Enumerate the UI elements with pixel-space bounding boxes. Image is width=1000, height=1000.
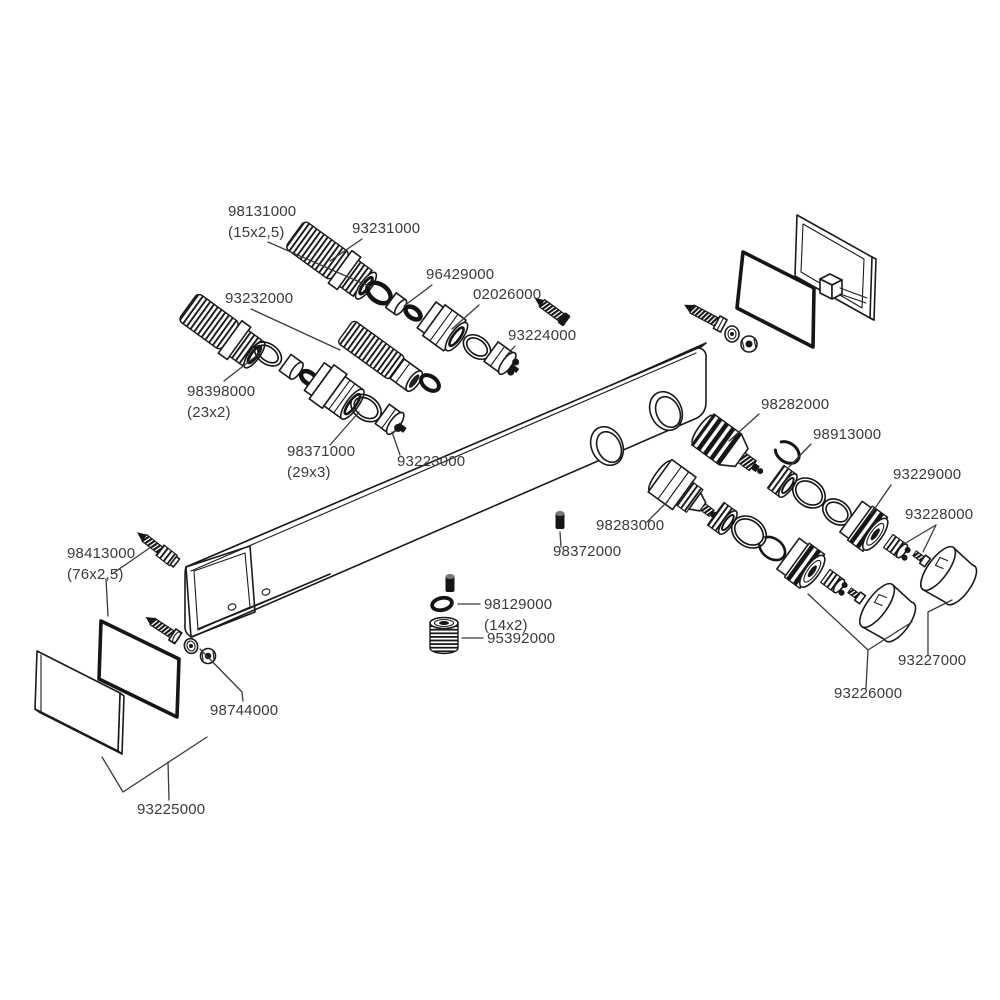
part-label-93231000: 93231000 — [352, 220, 420, 237]
leader-93226000 — [807, 593, 869, 689]
leader-93223000 — [391, 431, 401, 456]
cap-lower — [776, 537, 826, 589]
handle-knob-93227000 — [920, 545, 978, 606]
part-label-93229000: 93229000 — [893, 466, 961, 483]
o-ring-middle-hose — [419, 373, 441, 393]
leader-93224000 — [505, 345, 516, 357]
set-screw-lower — [445, 574, 455, 592]
washer-98744000 — [183, 637, 199, 655]
part-label-98131000-dim: (15x2,5) — [228, 224, 285, 241]
part-label-98913000: 98913000 — [813, 426, 881, 443]
wall-anchor-screw-98413000 — [137, 532, 181, 568]
o-ring-upper-a — [791, 477, 827, 509]
cartridge-98283000 — [647, 458, 718, 519]
leader-98283000 — [646, 500, 669, 523]
part-label-98129000: 98129000 — [484, 596, 552, 613]
cartridge-93224000 — [483, 341, 520, 376]
screw-93228000-lower — [847, 587, 867, 605]
wall-screw-top — [684, 304, 728, 333]
part-label-98398000-dim: (23x2) — [187, 404, 231, 421]
leader-93225000 — [101, 736, 208, 793]
leader-93225000 — [167, 761, 170, 801]
part-label-93223000: 93223000 — [397, 453, 465, 470]
part-label-93225000: 93225000 — [137, 801, 205, 818]
labels-layer: 98131000 (15x2,5) 93231000 96429000 02026000… — [67, 203, 973, 818]
part-label-02026000: 02026000 — [473, 286, 541, 303]
leader-93227000 — [927, 599, 953, 656]
threaded-ring-upper — [766, 464, 798, 499]
leader-93229000 — [870, 484, 892, 515]
leader-98371000 — [329, 411, 360, 446]
leader-93232000 — [250, 308, 341, 351]
o-ring-98398000 — [253, 341, 283, 367]
threaded-nipple-95392000 — [429, 616, 459, 655]
c-clip-lower — [758, 535, 787, 562]
part-label-98131000: 98131000 — [228, 203, 296, 220]
leader-98372000 — [559, 531, 562, 548]
set-screw-98372000 — [555, 511, 565, 529]
part-label-98398000: 98398000 — [187, 383, 255, 400]
part-label-98413000: 98413000 — [67, 545, 135, 562]
leader-93231000 — [329, 238, 363, 262]
leader-96429000 — [403, 284, 433, 307]
c-clip-98913000 — [773, 440, 801, 465]
washer-top — [724, 325, 740, 343]
mixer-bar-body — [184, 342, 707, 638]
bushing-96429000 — [384, 292, 423, 322]
thermostat-cartridge-98282000 — [690, 413, 764, 475]
part-label-98371000: 98371000 — [287, 443, 355, 460]
screw-98744000 — [145, 617, 183, 645]
bracket-panel-top — [794, 214, 877, 321]
part-label-93227000: 93227000 — [898, 652, 966, 669]
leader-98913000 — [788, 443, 812, 468]
screw-chain1 — [534, 297, 571, 327]
cover-plate-93225000 — [34, 650, 125, 755]
part-label-98283000: 98283000 — [596, 517, 664, 534]
extension-93228000-upper — [882, 533, 911, 561]
fitting-93223000 — [374, 403, 407, 436]
leader-98282000 — [728, 413, 760, 442]
part-label-93224000: 93224000 — [508, 327, 576, 344]
threaded-ring-lower — [706, 501, 738, 536]
part-label-93232000: 93232000 — [225, 290, 293, 307]
part-label-98413000-dim: (76x2,5) — [67, 566, 124, 583]
seal-frame-93225000 — [97, 619, 181, 719]
part-label-98371000-dim: (29x3) — [287, 464, 331, 481]
bar-top-edge-highlight — [190, 352, 697, 572]
corrugated-hose-middle — [338, 320, 424, 393]
check-valve-02026000 — [416, 301, 469, 352]
o-ring-lower-big — [730, 515, 768, 549]
leader-98744000 — [199, 648, 244, 702]
nut-98744000 — [199, 647, 217, 665]
part-label-96429000: 96429000 — [426, 266, 494, 283]
leader-98413000 — [105, 578, 109, 617]
handle-knob-93226000 — [859, 582, 917, 643]
part-label-98129000-dim: (14x2) — [484, 617, 528, 634]
part-label-98744000: 98744000 — [210, 702, 278, 719]
leader-98398000 — [223, 352, 261, 382]
part-label-93226000: 93226000 — [834, 685, 902, 702]
leader-93228000 — [922, 524, 937, 553]
leader-93226000 — [867, 621, 913, 651]
nut-top — [740, 335, 758, 353]
leader-98131000 — [267, 241, 372, 288]
leader-93228000 — [903, 524, 937, 545]
part-label-93228000: 93228000 — [905, 506, 973, 523]
leader-98413000 — [111, 546, 152, 575]
part-label-98282000: 98282000 — [761, 396, 829, 413]
leader-02026000 — [451, 304, 480, 330]
part-label-98372000: 98372000 — [553, 543, 621, 560]
bar-open-end — [185, 545, 331, 638]
corrugated-hose-93232000 — [179, 293, 266, 369]
bar-hole-right — [648, 390, 684, 432]
bar-hole-left — [589, 425, 625, 467]
cap-93229000 — [839, 500, 889, 552]
extension-93228000-lower — [819, 568, 848, 596]
part-label-95392000: 95392000 — [487, 630, 555, 647]
o-ring-98129000 — [430, 595, 454, 613]
screw-93228000-upper — [912, 550, 932, 568]
slider-block — [819, 273, 868, 304]
seal-frame-top — [735, 250, 816, 349]
